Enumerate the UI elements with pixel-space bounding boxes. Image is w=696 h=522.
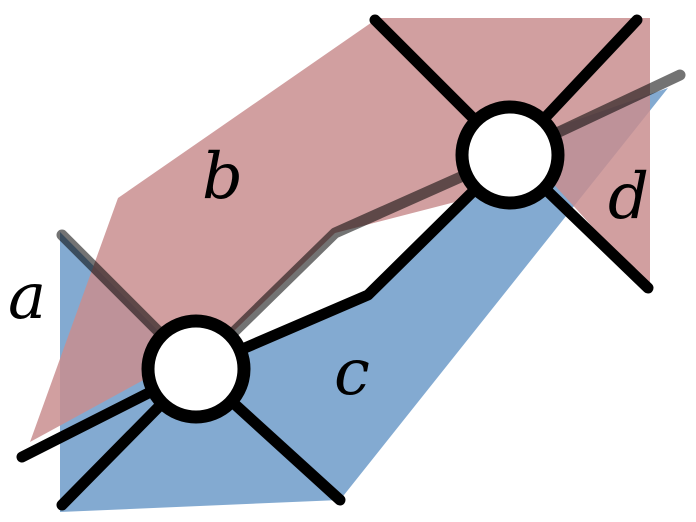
node-lower bbox=[141, 314, 251, 424]
wire-middle bbox=[190, 149, 516, 375]
label-c: c bbox=[334, 336, 370, 410]
hidden-wire-upper bbox=[190, 69, 686, 375]
label-a: a bbox=[8, 260, 46, 334]
label-b: b bbox=[202, 140, 243, 214]
label-d: d bbox=[608, 160, 649, 234]
node-upper bbox=[455, 100, 565, 210]
